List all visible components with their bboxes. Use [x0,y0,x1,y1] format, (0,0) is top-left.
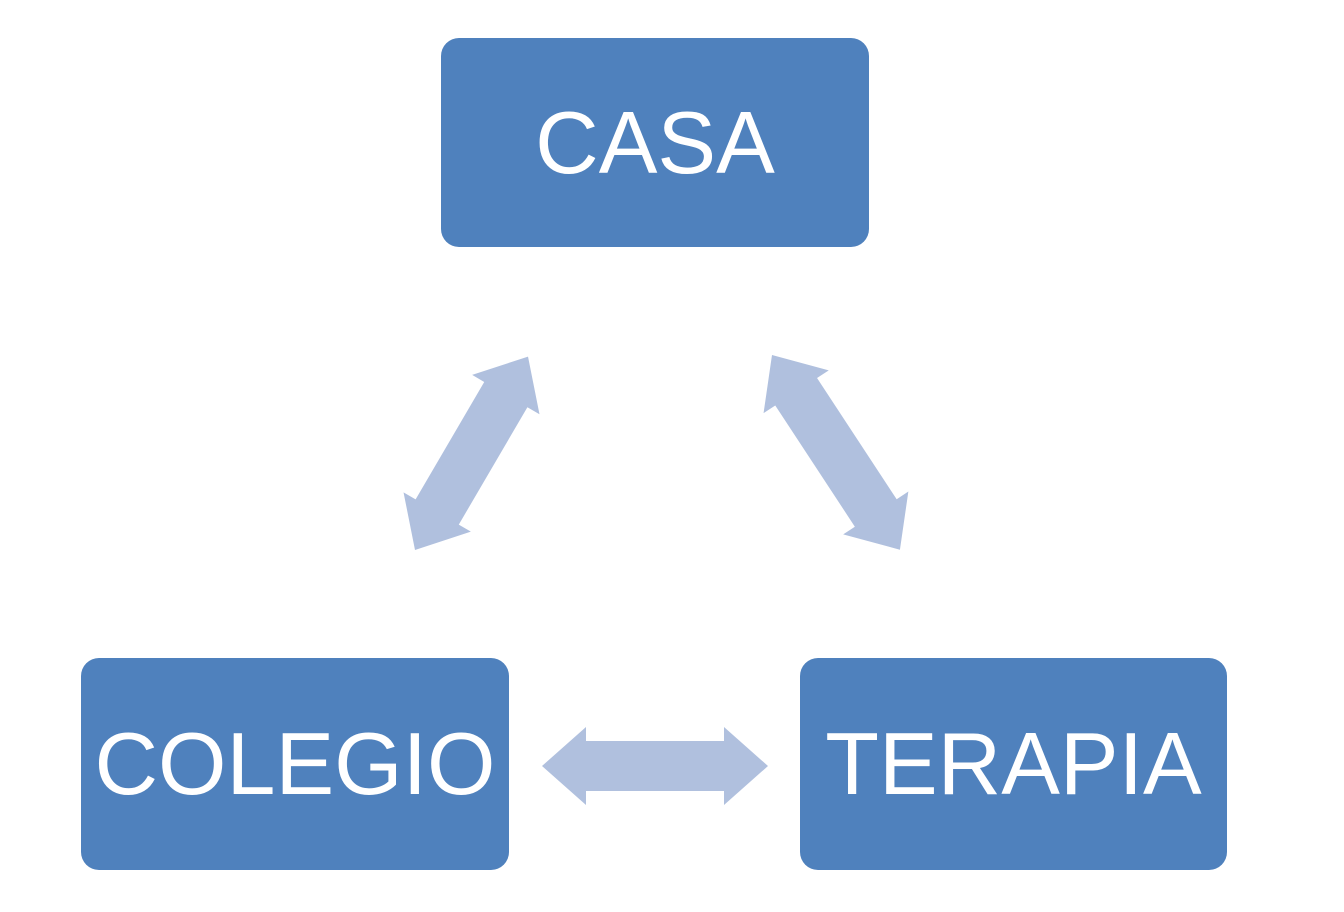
arrow-colegio-terapia-icon [542,727,768,805]
node-colegio-label: COLEGIO [94,714,496,813]
node-terapia: TERAPIA [800,658,1227,870]
arrow-casa-terapia-icon [763,355,909,550]
arrow-casa-colegio-icon [403,356,540,550]
node-casa: CASA [441,38,869,247]
node-colegio: COLEGIO [81,658,509,870]
node-casa-label: CASA [535,92,775,192]
node-terapia-label: TERAPIA [825,714,1202,813]
